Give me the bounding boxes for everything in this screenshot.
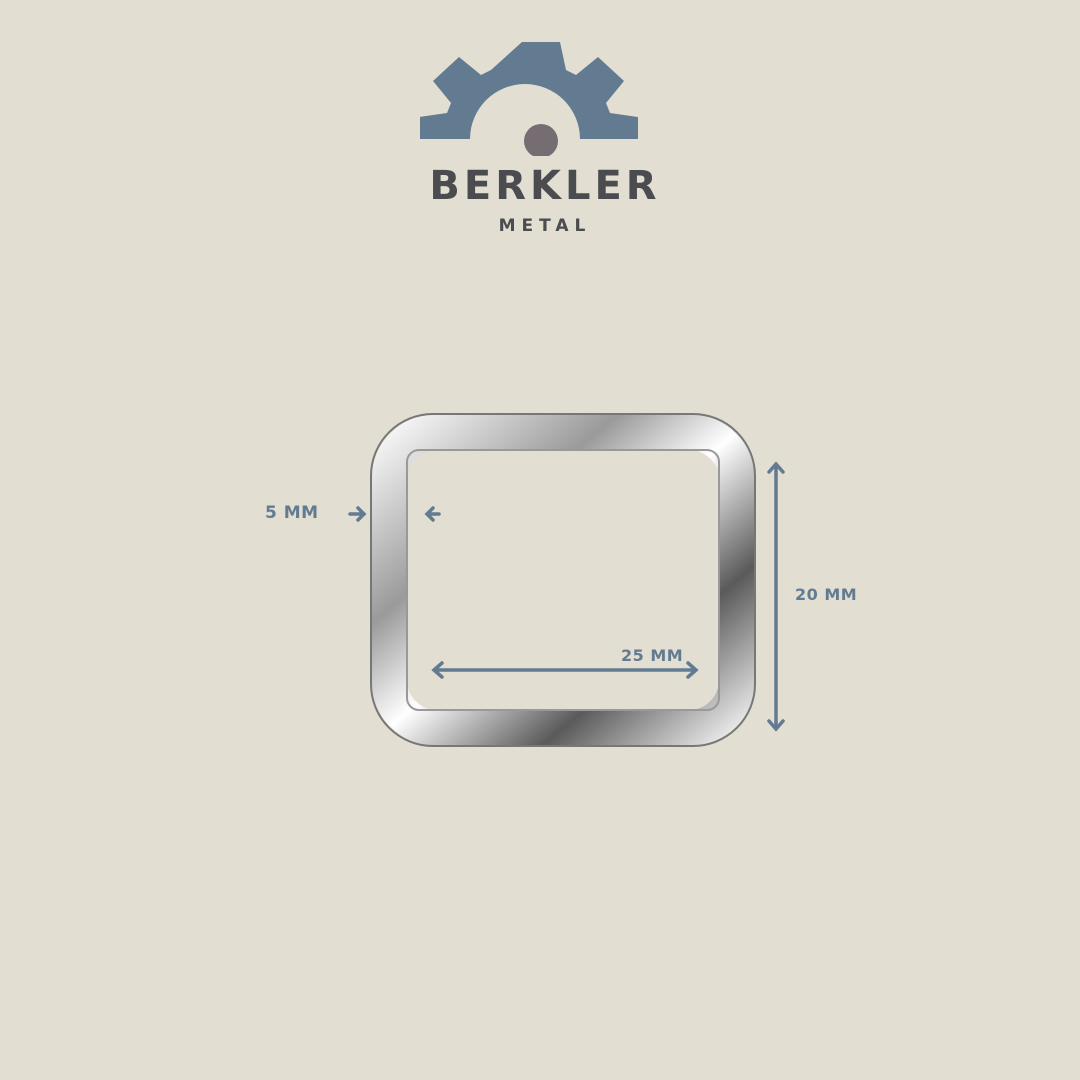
width-label: 25 MM (621, 646, 684, 665)
thickness-arrows (348, 506, 441, 522)
brand-name: BERKLER (429, 163, 661, 209)
height-label: 20 MM (795, 585, 858, 604)
brand-sub: METAL (498, 216, 592, 236)
width-arrow (431, 661, 699, 679)
height-arrow (767, 461, 785, 732)
gear-icon (420, 42, 638, 156)
thickness-label: 5 MM (265, 503, 319, 523)
brand-logo: BERKLER METAL (420, 36, 670, 236)
